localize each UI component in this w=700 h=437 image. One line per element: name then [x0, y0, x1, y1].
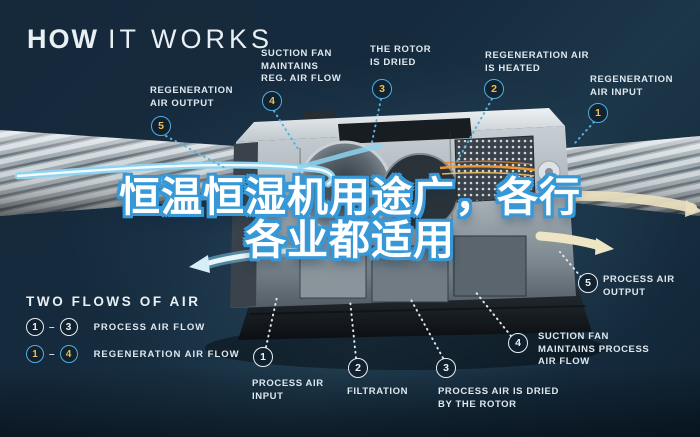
callout-label-regeneration-air-input: REGENERATION AIR INPUT — [590, 74, 674, 98]
heater-grille — [454, 135, 536, 203]
legend-regen-to-badge: 4 — [59, 345, 78, 363]
regen-airflow-arrow — [14, 143, 383, 188]
callout-label-regeneration-air-output: REGENERATION AIR OUTPUT — [150, 85, 234, 109]
step-badge-regen-3: 3 — [372, 79, 392, 99]
dry-air-output-arrow — [535, 190, 700, 255]
chinese-headline-line1: 恒温恒湿机用途广，各行 — [119, 173, 581, 221]
callout-label-suction-fan-reg: SUCTION FAN MAINTAINS REG. AIR FLOW — [261, 48, 342, 85]
callout-label-rotor-is-dried: THE ROTOR IS DRIED — [370, 44, 432, 68]
step-badge-regen-4: 4 — [262, 91, 282, 111]
chinese-headline: 恒温恒湿机用途广，各行 各业都适用 — [0, 173, 700, 265]
legend-process-dash: – — [49, 321, 55, 333]
step-badge-process-3: 3 — [436, 358, 456, 378]
step-badge-process-1: 1 — [253, 347, 273, 367]
step-badge-regen-1: 1 — [588, 103, 608, 123]
chinese-headline-line2: 各业都适用 — [245, 216, 455, 265]
legend-row-regeneration: 1 – 4 REGENERATION AIR FLOW — [26, 345, 240, 363]
title-word-light: IT WORKS — [107, 24, 273, 54]
legend-process-from-badge: 1 — [26, 318, 44, 336]
heater-glow — [439, 160, 536, 177]
process-air-input-arrow — [189, 244, 302, 273]
callout-label-suction-fan-process: SUCTION FAN MAINTAINS PROCESS AIR FLOW — [538, 331, 650, 368]
step-badge-regen-2: 2 — [484, 79, 504, 99]
legend-heading: TWO FLOWS OF AIR — [26, 294, 201, 309]
step-badge-process-5: 5 — [578, 273, 598, 293]
callout-label-regeneration-air-heated: REGENERATION AIR IS HEATED — [485, 50, 590, 74]
callout-label-process-air-output: PROCESS AIR OUTPUT — [603, 274, 675, 298]
step-badge-regen-5: 5 — [151, 116, 171, 136]
title-word-bold: HOW — [27, 24, 99, 54]
legend-regen-from-badge: 1 — [26, 345, 44, 363]
callout-label-filtration: FILTRATION — [347, 386, 409, 397]
machine-body — [205, 108, 605, 370]
regen-leader-lines — [165, 98, 595, 169]
legend-regen-dash: – — [49, 348, 55, 360]
page-title: HOW IT WORKS — [27, 24, 273, 55]
legend-process-to-badge: 3 — [59, 318, 78, 336]
process-leader-lines — [265, 251, 582, 359]
legend-row-process: 1 – 3 PROCESS AIR FLOW — [26, 318, 240, 336]
legend: TWO FLOWS OF AIR 1 – 3 PROCESS AIR FLOW … — [26, 294, 240, 363]
left-duct — [0, 130, 235, 216]
callout-label-process-air-input: PROCESS AIR INPUT — [252, 378, 324, 402]
step-badge-process-4: 4 — [508, 333, 528, 353]
callout-label-process-air-dried: PROCESS AIR IS DRIED BY THE ROTOR — [438, 386, 559, 410]
legend-process-label: PROCESS AIR FLOW — [93, 321, 206, 333]
legend-regen-label: REGENERATION AIR FLOW — [93, 348, 240, 360]
step-badge-process-2: 2 — [348, 358, 368, 378]
